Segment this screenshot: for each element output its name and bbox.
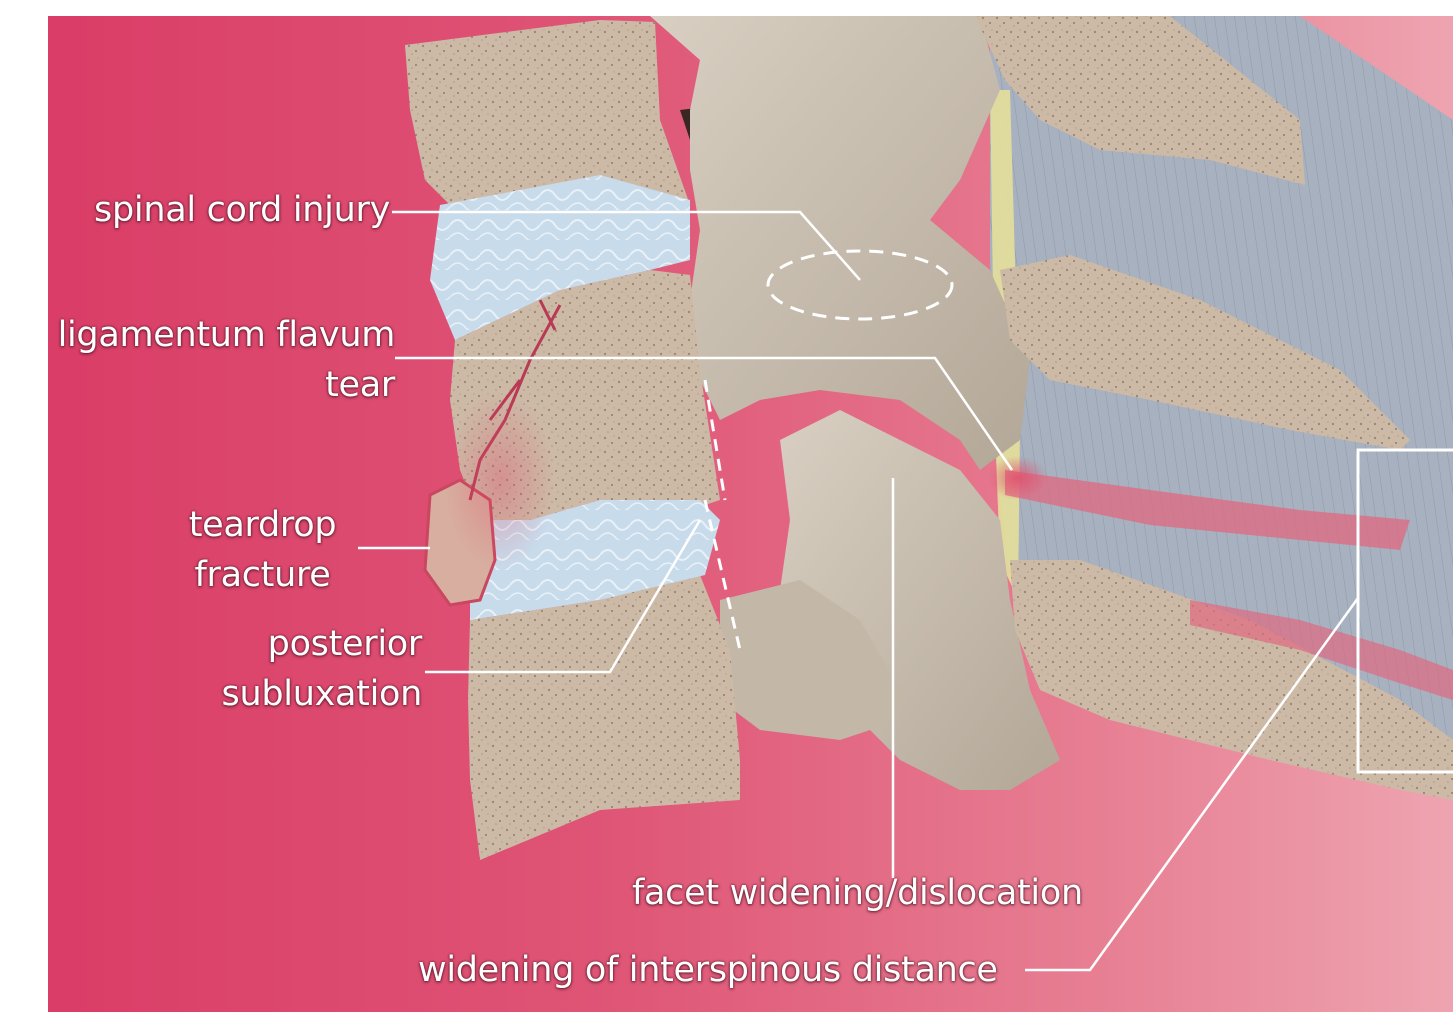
upper-posterior-element	[650, 16, 1030, 470]
label-spinal-cord-injury: spinal cord injury	[60, 187, 390, 233]
label-posterior-line1: posterior	[200, 621, 422, 667]
label-ligamentum-flavum-line2: tear	[40, 362, 395, 408]
fracture-glow	[445, 390, 555, 570]
label-ligamentum-flavum-line1: ligamentum flavum	[40, 312, 395, 358]
label-teardrop-line1: teardrop	[170, 502, 355, 548]
label-teardrop-line2: fracture	[170, 552, 355, 598]
label-facet-widening: facet widening/dislocation	[632, 870, 1083, 916]
label-interspinous-widening: widening of interspinous distance	[418, 947, 998, 993]
lower-vertebral-body	[468, 575, 740, 860]
label-posterior-line2: subluxation	[200, 671, 422, 717]
flavum-tear-highlight	[988, 456, 1048, 500]
